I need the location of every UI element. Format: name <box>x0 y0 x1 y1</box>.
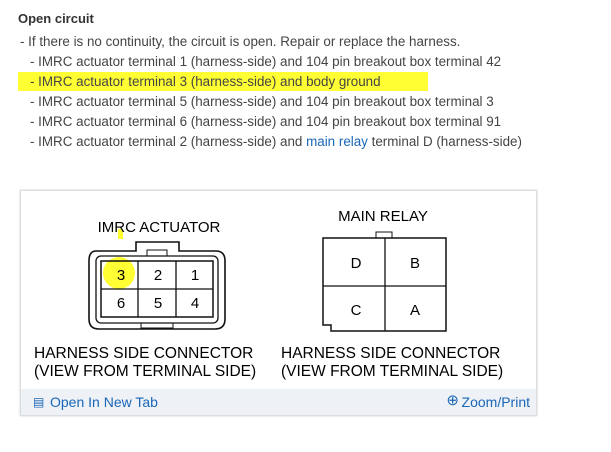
terminal-label: 1 <box>191 267 199 284</box>
item-text: terminal D (harness-side) <box>367 134 522 149</box>
list-item-highlighted: - IMRC actuator terminal 3 (harness-side… <box>18 72 428 91</box>
relay-connector-outline <box>322 237 447 332</box>
list-item: - IMRC actuator terminal 2 (harness-side… <box>30 134 522 149</box>
caption: HARNESS SIDE CONNECTOR <box>34 345 253 362</box>
zoom-print-link[interactable]: Zoom/Print <box>461 394 530 410</box>
list-item: - IMRC actuator terminal 5 (harness-side… <box>30 94 494 109</box>
caption: (VIEW FROM TERMINAL SIDE) <box>281 363 503 380</box>
imrc-connector-outline <box>88 241 226 330</box>
terminal-label: 4 <box>191 295 199 312</box>
card-footer: ▤ Open In New Tab ⊕ Zoom/Print <box>21 389 536 415</box>
main-relay-link[interactable]: main relay <box>306 134 368 149</box>
intro-text: - If there is no continuity, the circuit… <box>20 34 461 49</box>
terminal-label: 5 <box>154 295 162 312</box>
terminal-3-highlight <box>103 257 135 289</box>
terminal-label: D <box>351 255 362 272</box>
caption: HARNESS SIDE CONNECTOR <box>281 345 500 362</box>
terminal-label: A <box>410 302 420 319</box>
item-text: - IMRC actuator terminal 2 (harness-side… <box>30 134 307 149</box>
relay-title: MAIN RELAY <box>338 208 428 225</box>
open-new-tab-icon[interactable]: ▤ <box>33 395 45 409</box>
section-heading: Open circuit <box>18 11 94 26</box>
open-new-tab-link[interactable]: Open In New Tab <box>50 394 158 410</box>
caption: (VIEW FROM TERMINAL SIDE) <box>34 363 256 380</box>
list-item: - IMRC actuator terminal 6 (harness-side… <box>30 114 502 129</box>
terminal-label: 2 <box>154 267 162 284</box>
terminal-label: 3 <box>117 267 125 284</box>
connector-diagram: IMRC ACTUATOR 3 2 1 6 5 4 MAIN RELAY D B… <box>34 208 503 380</box>
diagram-card: IMRC ACTUATOR 3 2 1 6 5 4 MAIN RELAY D B… <box>20 190 537 416</box>
terminal-label: B <box>410 255 420 272</box>
highlight-mark <box>118 229 123 239</box>
terminal-label: C <box>351 302 362 319</box>
zoom-icon[interactable]: ⊕ <box>446 392 459 409</box>
terminal-label: 6 <box>117 295 125 312</box>
list-item: - IMRC actuator terminal 1 (harness-side… <box>30 54 502 69</box>
imrc-title: IMRC ACTUATOR <box>98 219 221 236</box>
